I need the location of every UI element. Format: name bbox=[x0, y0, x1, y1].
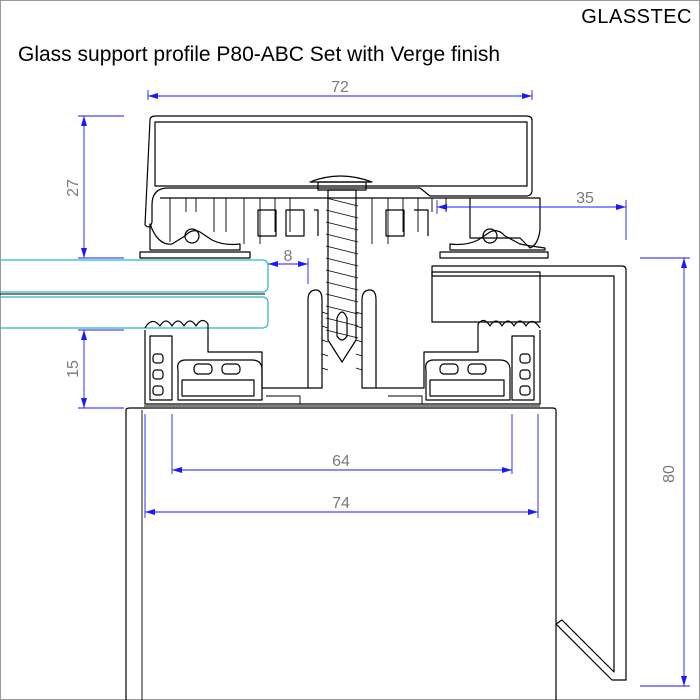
dim-glass-gap: 8 bbox=[284, 248, 293, 265]
support-beam bbox=[125, 407, 557, 700]
dimension-lines bbox=[78, 90, 690, 687]
cover-cap bbox=[139, 115, 549, 259]
dim-inner-width: 64 bbox=[332, 453, 350, 470]
dim-top-width: 72 bbox=[331, 79, 349, 96]
screw bbox=[309, 175, 373, 363]
base-profile bbox=[144, 319, 541, 407]
drawing-title: Glass support profile P80-ABC Set with V… bbox=[18, 43, 501, 66]
glass-panels bbox=[0, 259, 269, 329]
brand-label: GLASSTEC bbox=[581, 6, 692, 28]
verge-flashing bbox=[431, 265, 627, 681]
screw-channel bbox=[307, 289, 377, 389]
dim-base-height: 15 bbox=[65, 360, 82, 378]
dim-verge-height: 80 bbox=[661, 465, 678, 483]
dim-outer-width: 74 bbox=[332, 495, 350, 512]
dim-cap-height: 27 bbox=[65, 179, 82, 197]
dim-verge-offset: 35 bbox=[576, 190, 594, 207]
